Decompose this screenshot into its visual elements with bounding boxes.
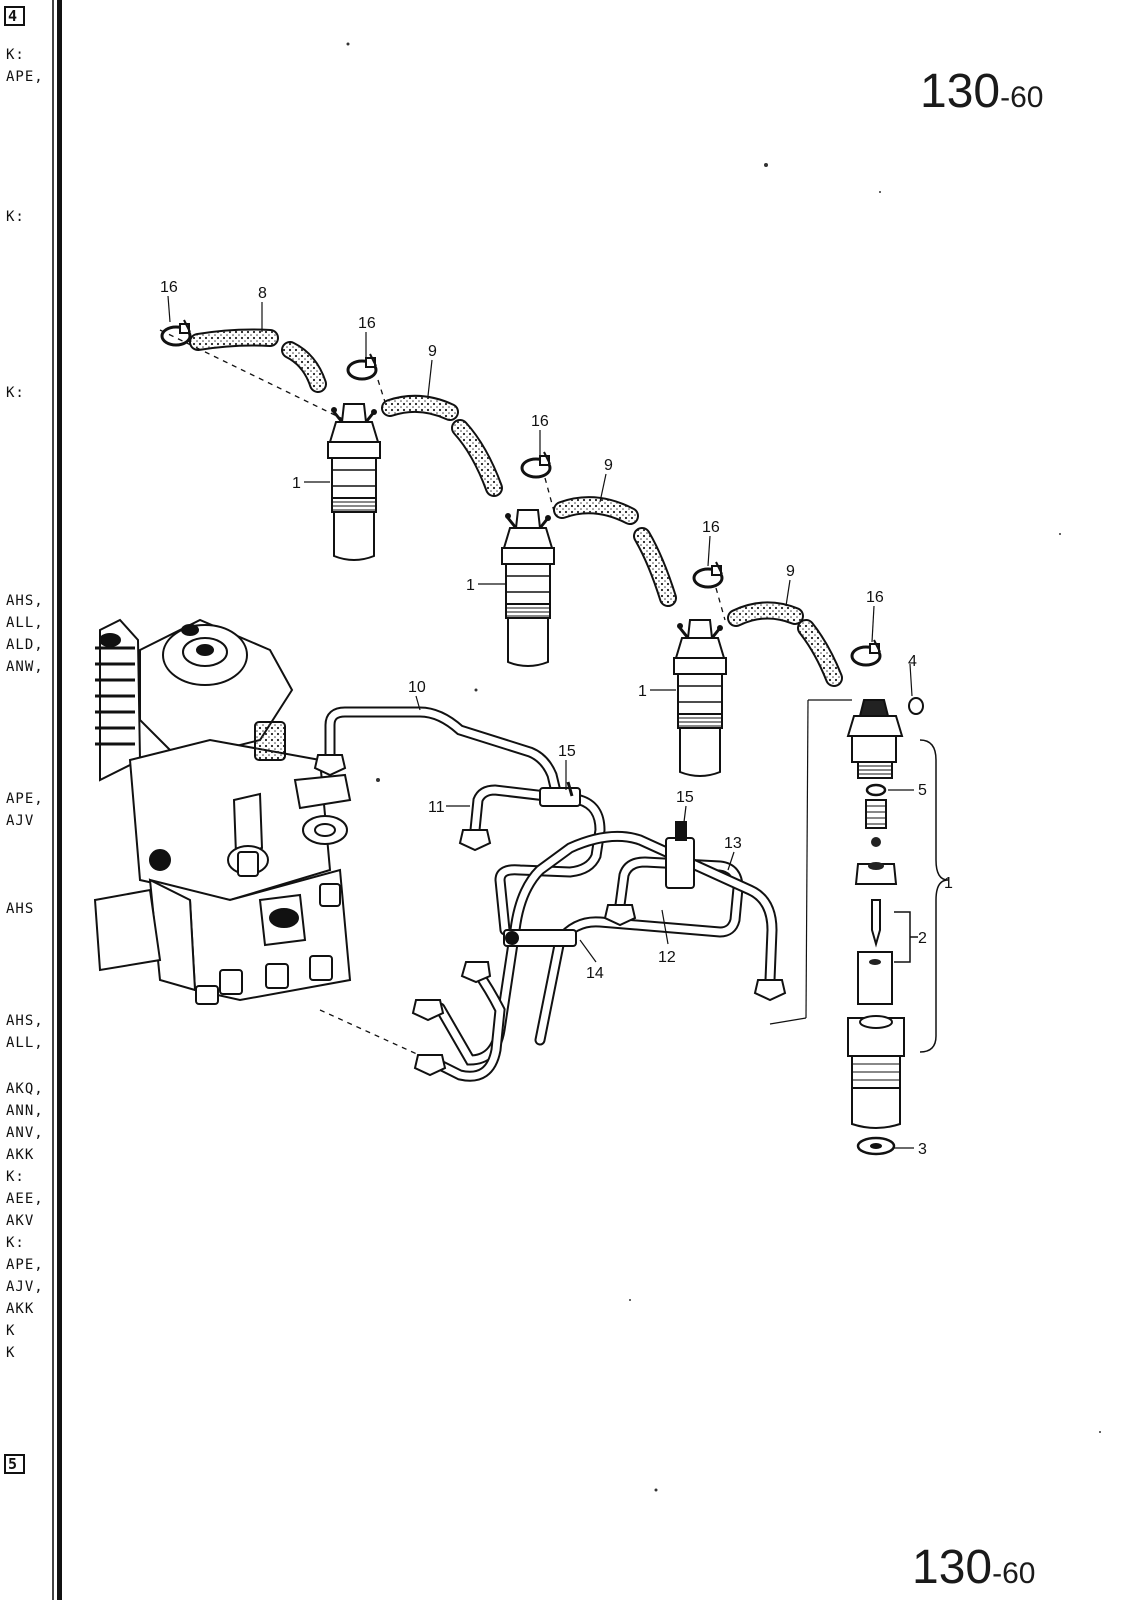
hose-clamp (346, 352, 378, 381)
callout-1: 1 (944, 875, 953, 892)
code-line: APE, (6, 1257, 44, 1273)
callout-15: 15 (676, 789, 694, 806)
section-box-bottom: 5 (4, 1454, 26, 1474)
callout-1: 1 (638, 683, 647, 700)
callout-15: 15 (558, 743, 576, 760)
code-line: AHS (6, 901, 35, 917)
code-line: AHS, (6, 1013, 44, 1029)
code-line: AEE, (6, 1191, 44, 1207)
callout-16: 16 (358, 315, 376, 332)
injector-3 (672, 618, 728, 778)
hose-clamp (520, 450, 552, 479)
left-margin: 4 K: APE, K: K: AHS, ALL, ALD, ANW, APE,… (0, 0, 60, 1600)
code-line: AKV (6, 1213, 35, 1229)
callout-16: 16 (866, 589, 884, 606)
code-line: K: (6, 1169, 25, 1185)
section-box-top: 4 (4, 6, 26, 26)
callout-9: 9 (604, 457, 613, 474)
page-number-main: 130 (912, 1541, 993, 1594)
code-line: APE, (6, 69, 44, 85)
callout-4: 4 (908, 653, 917, 670)
pipe-clamp (503, 781, 695, 947)
page-number-sub: -60 (1000, 81, 1044, 114)
injector-2 (500, 508, 556, 668)
leak-off-hose-8 (189, 328, 327, 393)
callout-1: 1 (466, 577, 475, 594)
code-line: AJV (6, 813, 35, 829)
code-line: K (6, 1323, 16, 1339)
code-line: ALL, (6, 1035, 44, 1051)
code-line: K: (6, 47, 25, 63)
code-line: AKK (6, 1147, 35, 1163)
callout-9: 9 (428, 343, 437, 360)
code-line: ALD, (6, 637, 44, 653)
code-line: ANV, (6, 1125, 44, 1141)
leader-lines (167, 295, 914, 1149)
exploded-injector (846, 697, 924, 1156)
page-number-top: 130-60 (920, 64, 1043, 119)
code-line: AKQ, (6, 1081, 44, 1097)
code-line: ANW, (6, 659, 44, 675)
injection-pump (93, 618, 352, 1005)
exploded-parts-diagram: 16 8 16 9 16 9 16 9 16 1 1 1 4 5 1 2 3 1… (93, 42, 1101, 1492)
callout-13: 13 (724, 835, 742, 852)
callout-1: 1 (292, 475, 301, 492)
code-line: AKK (6, 1301, 35, 1317)
leak-off-hose-9-b (553, 496, 677, 607)
margin-rule (57, 0, 62, 1600)
injector-1 (326, 402, 382, 562)
callout-3: 3 (918, 1141, 927, 1158)
callout-2: 2 (918, 930, 927, 947)
injection-pipe-11 (458, 784, 606, 936)
hose-clamp (850, 638, 882, 667)
callout-16: 16 (702, 519, 720, 536)
code-line: AJV, (6, 1279, 44, 1295)
code-line: ALL, (6, 615, 44, 631)
code-line: K: (6, 1235, 25, 1251)
code-line: K: (6, 209, 25, 225)
callout-9: 9 (786, 563, 795, 580)
leak-off-hose-9-a (381, 394, 503, 497)
injection-pipe-12 (534, 856, 744, 1046)
page-number-sub: -60 (992, 1557, 1036, 1590)
page-number-bottom: 130-60 (912, 1540, 1035, 1595)
code-line: AHS, (6, 593, 44, 609)
code-line: K: (6, 385, 25, 401)
callout-5: 5 (918, 782, 927, 799)
guide-lines (159, 329, 726, 1061)
callout-12: 12 (658, 949, 676, 966)
code-line: ANN, (6, 1103, 44, 1119)
margin-rule-thin (52, 0, 54, 1600)
leak-off-hose-9-c (727, 601, 843, 687)
scan-specks (346, 42, 1101, 1492)
callout-8: 8 (258, 285, 267, 302)
injection-pipe-10 (313, 706, 564, 806)
code-line: APE, (6, 791, 44, 807)
page-number-main: 130 (920, 65, 1001, 118)
brace-marks (894, 739, 949, 1053)
callout-14: 14 (586, 965, 604, 982)
callout-10: 10 (408, 679, 426, 696)
callout-16: 16 (531, 413, 549, 430)
hose-clamp (160, 318, 192, 347)
injection-pipe-14 (411, 961, 506, 1082)
code-line: K (6, 1345, 16, 1361)
callout-labels: 16 8 16 9 16 9 16 9 16 1 1 1 4 5 1 2 3 1… (160, 279, 953, 1158)
callout-16: 16 (160, 279, 178, 296)
callout-11: 11 (428, 799, 445, 816)
